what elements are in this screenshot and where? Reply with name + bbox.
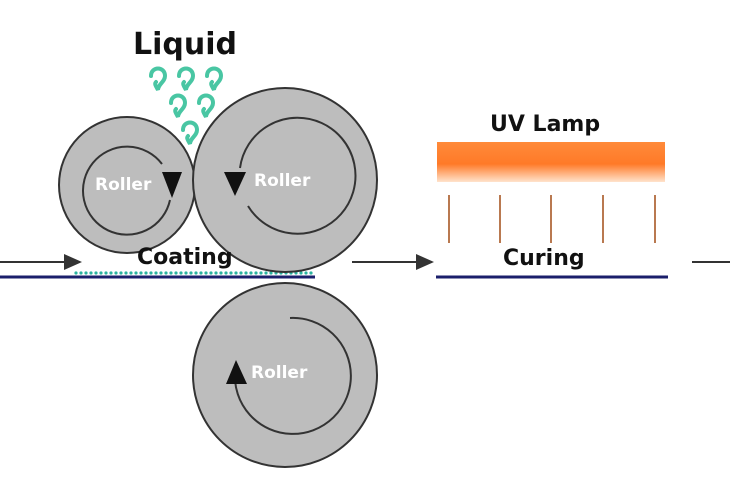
coating-dot [269,271,273,275]
coating-dot [159,271,163,275]
coating-dot [164,271,168,275]
coating-dot [309,271,313,275]
roller-label: Roller [251,363,308,383]
coating-dot [139,271,143,275]
coating-dot [174,271,178,275]
coating-dot [134,271,138,275]
coating-dot [179,271,183,275]
coating-dot [119,271,123,275]
coating-dot [74,271,78,275]
rotation-arrow-icon [162,172,182,198]
coating-dot [204,271,208,275]
liquid-droplet-icon [197,93,216,118]
coating-dot [209,271,213,275]
coating-dot [154,271,158,275]
uv-lamp [437,142,665,243]
roller-top-large: Roller [192,87,378,273]
coating-dot [124,271,128,275]
coating-dot [109,271,113,275]
coating-layer [74,271,313,275]
coating-dot [99,271,103,275]
coating-dot [114,271,118,275]
coating-dot [254,271,258,275]
coating-dot [229,271,233,275]
coating-dot [169,271,173,275]
coating-dot [224,271,228,275]
coating-dot [244,271,248,275]
uv-lamp-bar [437,142,665,182]
coating-dot [264,271,268,275]
roller-label: Roller [254,171,311,191]
coating-dot [214,271,218,275]
roller-bottom: Roller [192,282,378,468]
coating-dot [79,271,83,275]
curing-label: Curing [503,246,585,271]
coating-dot [249,271,253,275]
roller-label: Roller [95,175,152,195]
coating-dot [189,271,193,275]
coating-dot [199,271,203,275]
coating-dot [84,271,88,275]
coating-dot [239,271,243,275]
coating-dot [89,271,93,275]
uv-lamp-label: UV Lamp [490,112,600,137]
coating-dot [234,271,238,275]
coating-dot [149,271,153,275]
rotation-arrow-icon [226,360,247,384]
coating-dot [304,271,308,275]
coating-dot [219,271,223,275]
roller-top-left: Roller [58,116,196,254]
roller-body [192,87,378,273]
liquid-droplets [149,66,224,145]
liquid-label: Liquid [133,27,237,62]
coating-label: Coating [137,245,233,270]
coating-dot [299,271,303,275]
coating-dot [144,271,148,275]
liquid-droplet-icon [177,66,196,91]
uv-rays [448,195,656,243]
coating-dot [129,271,133,275]
coating-dot [184,271,188,275]
liquid-droplet-icon [169,93,188,118]
liquid-droplet-icon [149,66,168,91]
rotation-arc [233,316,352,435]
coating-dot [104,271,108,275]
coating-dot [94,271,98,275]
rotation-arc [239,116,357,235]
substrate-flow [0,254,730,279]
rotation-arc [82,145,171,236]
roller-body [192,282,378,468]
rotation-arrow-icon [224,172,246,196]
liquid-droplet-icon [205,66,224,91]
coating-dot [194,271,198,275]
liquid-droplet-icon [181,120,200,145]
coating-dot [259,271,263,275]
